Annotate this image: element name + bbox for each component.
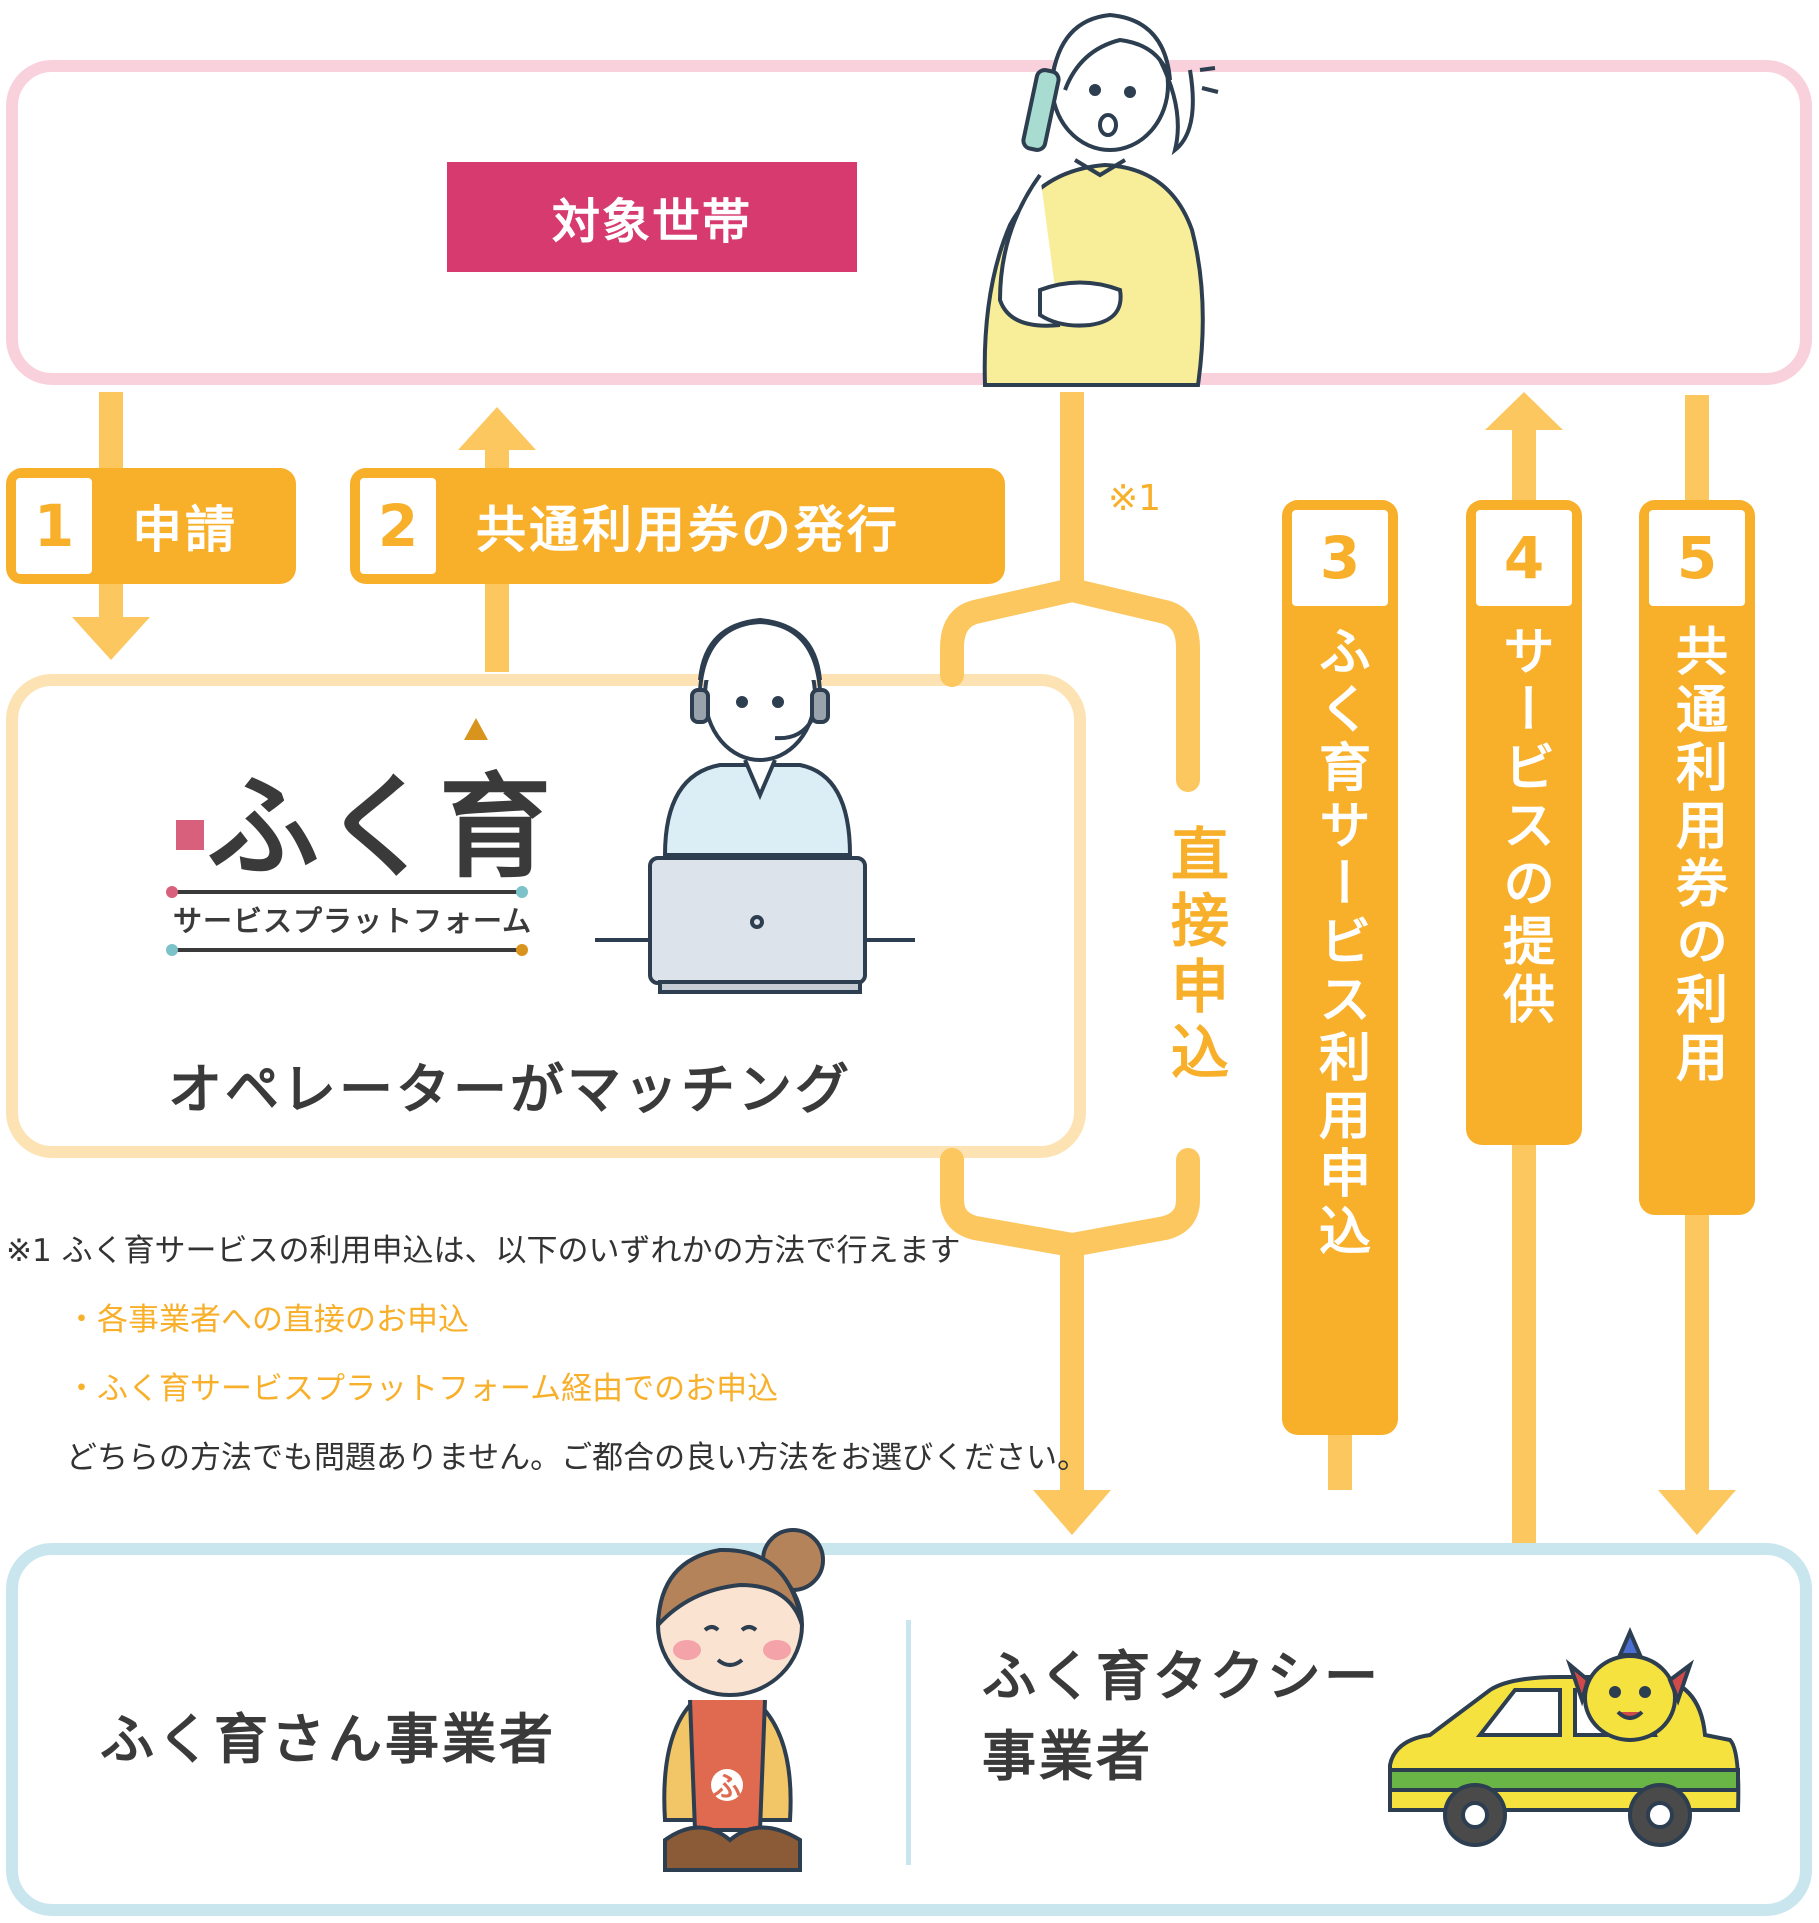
step-2-number: 2 [360, 478, 436, 574]
footnote-bottom: どちらの方法でも問題ありません。ご都合の良い方法をお選びください。 [66, 1440, 1089, 1476]
direct-note-mark: ※1 [1108, 478, 1162, 519]
arrow-4-shaft-top [1512, 430, 1536, 505]
pregnant-woman-illustration [982, 12, 1219, 387]
apron-letter: ふ [713, 1770, 741, 1803]
arrow-1-head [72, 617, 150, 660]
arrow-2-head [458, 407, 536, 450]
step-1-number: 1 [16, 478, 92, 574]
direct-arrow-head [1033, 1490, 1111, 1535]
step-3-text: ふく育サービス利用申込 [1309, 624, 1370, 1262]
step-2-label: 2 共通利用券の発行 [350, 468, 1005, 584]
arrow-4-shaft-bottom [1512, 1140, 1536, 1543]
step-5-label: 5 共通利用券の利用 [1639, 500, 1755, 1215]
operator-matching-text: オペレーターがマッチング [168, 1058, 852, 1121]
step-2-text: 共通利用券の発行 [476, 501, 900, 559]
caregiver-illustration: ふ [656, 1528, 825, 1872]
fukuiku-logo: ふく育 サービスプラットフォーム [165, 735, 551, 955]
step-3-number: 3 [1292, 510, 1388, 606]
footnote: ※1 ふく育サービスの利用申込は、以下のいずれかの方法で行えます ・各事業者への… [6, 1225, 1206, 1477]
direct-bracket [940, 578, 1200, 1257]
taxi-illustration [1388, 1626, 1741, 1847]
step-5-text: 共通利用券の利用 [1666, 624, 1727, 1088]
arrow-3-shaft [1328, 1435, 1352, 1490]
logo-decoration [166, 718, 528, 956]
direct-arrow-bottom-shaft [1060, 1240, 1084, 1490]
footnote-line: ※1 ふく育サービスの利用申込は、以下のいずれかの方法で行えます [6, 1233, 961, 1269]
household-box [6, 60, 1812, 385]
arrow-4-head [1485, 392, 1563, 430]
footnote-item-direct: ・各事業者への直接のお申込 [66, 1302, 469, 1338]
operator-illustration [595, 617, 915, 994]
step-4-text: サービスの提供 [1493, 624, 1554, 1030]
step-5-number: 5 [1649, 510, 1745, 606]
provider-divider [906, 1620, 911, 1865]
provider-taxi-line2: 事業者 [982, 1725, 1153, 1788]
provider-taxi-line1: ふく育タクシー [982, 1645, 1381, 1708]
provider-fukuiku-san: ふく育さん事業者 [100, 1708, 556, 1771]
step-1-text: 申請 [132, 501, 238, 559]
direct-application-label: 直接申込 [1161, 824, 1229, 1088]
household-title: 対象世帯 [447, 162, 857, 272]
step-3-label: 3 ふく育サービス利用申込 [1282, 500, 1398, 1435]
arrow-5-shaft-top [1685, 395, 1709, 505]
footnote-item-platform: ・ふく育サービスプラットフォーム経由でのお申込 [66, 1371, 779, 1407]
arrow-5-head [1658, 1490, 1736, 1535]
step-1-label: 1 申請 [6, 468, 296, 584]
step-4-number: 4 [1476, 510, 1572, 606]
step-4-label: 4 サービスの提供 [1466, 500, 1582, 1145]
provider-fukuiku-taxi: ふく育タクシー 事業者 [982, 1637, 1381, 1797]
logo-sub-text: サービスプラットフォーム [173, 904, 533, 938]
direct-arrow-top-shaft [1060, 392, 1084, 592]
logo-main-text: ふく育 [207, 763, 555, 893]
arrow-5-shaft-bottom [1685, 1210, 1709, 1490]
